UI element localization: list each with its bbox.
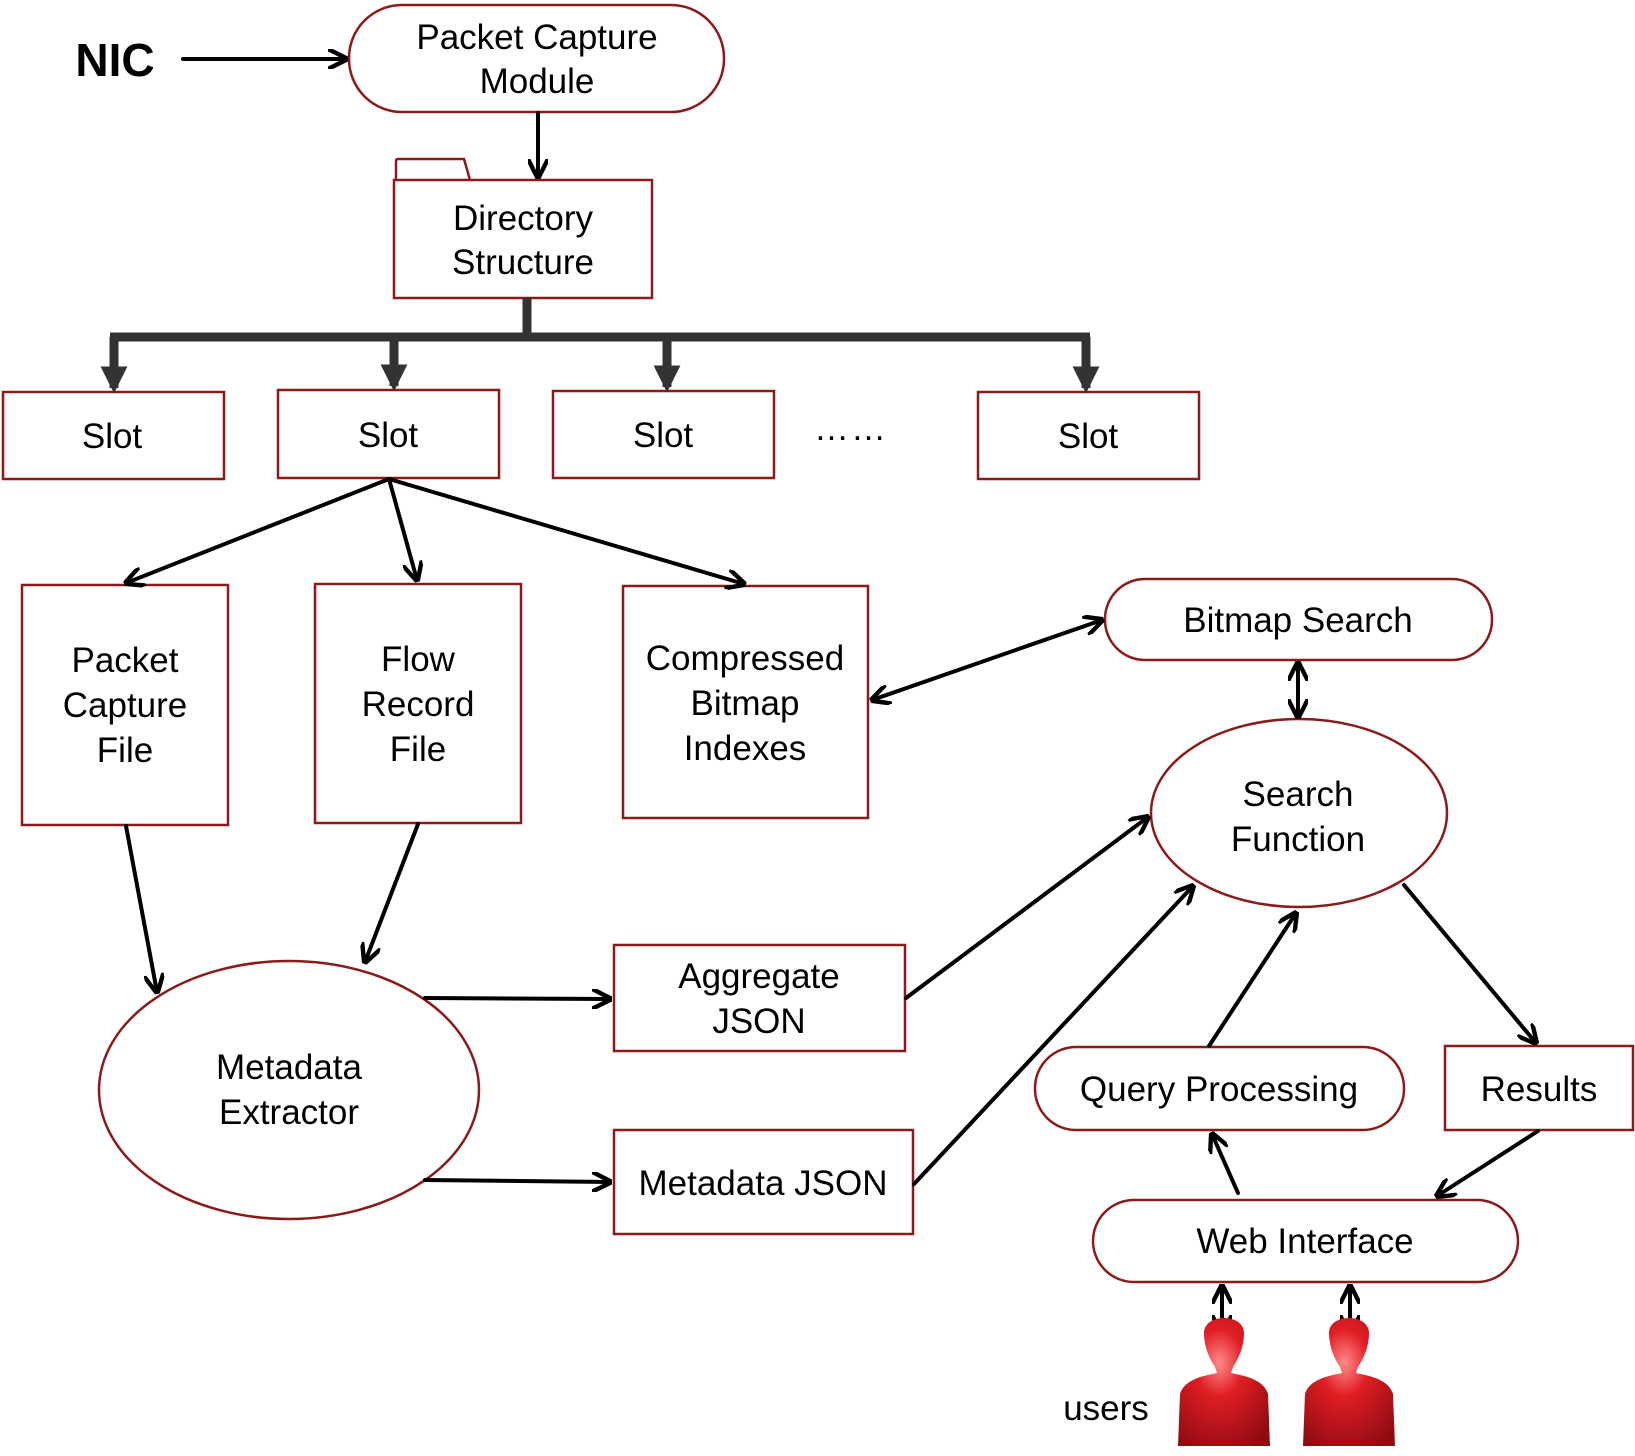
arrow-results-to-web: [1437, 1129, 1540, 1196]
aggregate-json-label: JSON: [712, 1002, 805, 1041]
slot-1-label: Slot: [82, 417, 143, 456]
metadata-extractor-label: Metadata: [216, 1048, 362, 1087]
flow-record-file-shape: [313, 582, 523, 825]
arrow-flow-file-to-extractor: [365, 822, 420, 962]
arrow-slot-to-flow-file: [387, 477, 417, 580]
search-function-label: Search: [1243, 775, 1354, 814]
metadata-extractor-label: Extractor: [219, 1093, 359, 1132]
aggregate-json-shape: [612, 943, 907, 1053]
directory-structure-label: Structure: [452, 243, 594, 282]
directory-tree-connector: [100, 298, 1100, 394]
packet-capture-file-label: File: [97, 731, 153, 770]
arrow-metadata-json-to-search: [912, 886, 1193, 1186]
web-interface-shape: [1091, 1198, 1520, 1284]
arrow-query-to-search: [1207, 913, 1296, 1048]
nic-label: NIC: [75, 34, 154, 86]
arrow-extractor-to-aggregate: [423, 998, 610, 999]
slot-2-shape: [276, 388, 501, 480]
slot-3-label: Slot: [633, 416, 694, 455]
arrow-web-to-query: [1212, 1134, 1240, 1195]
compressed-bitmap-indexes-shape: [621, 584, 870, 820]
results-shape: [1443, 1044, 1635, 1132]
users-label: users: [1063, 1389, 1149, 1428]
directory-structure-shape: [392, 178, 654, 300]
arrow-bitmap-indexes-bitmap-search: [872, 620, 1102, 700]
slot-4-shape: [976, 390, 1201, 481]
packet-capture-module-label: Packet Capture: [416, 18, 657, 57]
arrow-packet-file-to-extractor: [124, 824, 157, 992]
metadata-json-shape: [612, 1128, 915, 1236]
search-function-label: Function: [1231, 820, 1365, 859]
slot-ellipsis: ……: [814, 409, 888, 448]
arrow-slot-to-bitmap-indexes: [387, 477, 744, 584]
arrow-slot-to-packet-file: [126, 477, 391, 583]
slot-4-label: Slot: [1058, 417, 1119, 456]
directory-structure-label: Directory: [453, 199, 594, 238]
user-silhouette-icon: [1178, 1318, 1270, 1446]
arrow-aggregate-to-search: [904, 817, 1148, 1000]
packet-capture-module-label: Module: [480, 62, 595, 101]
query-processing-label: Query Processing: [1080, 1070, 1358, 1109]
aggregate-json-label: Aggregate: [678, 957, 840, 996]
flow-record-file-label: Flow: [381, 640, 456, 679]
flow-record-file-label: Record: [362, 685, 475, 724]
packet-capture-file-label: Packet: [72, 641, 179, 680]
arrow-search-to-results: [1402, 883, 1536, 1043]
compressed-bitmap-indexes-label: Bitmap: [691, 684, 800, 723]
folder-icon: [394, 157, 472, 181]
web-interface-label: Web Interface: [1196, 1222, 1413, 1261]
slot-2-label: Slot: [358, 416, 419, 455]
metadata-json-label: Metadata JSON: [639, 1164, 888, 1203]
metadata-extractor-shape: [97, 959, 481, 1221]
arrow-extractor-to-metadata-json: [423, 1180, 610, 1182]
compressed-bitmap-indexes-label: Indexes: [684, 729, 807, 768]
compressed-bitmap-indexes-label: Compressed: [646, 639, 844, 678]
flow-record-file-label: File: [390, 730, 446, 769]
slot-3-shape: [551, 389, 776, 480]
results-label: Results: [1481, 1070, 1598, 1109]
user-silhouette-icon: [1303, 1318, 1395, 1446]
packet-capture-file-label: Capture: [63, 686, 188, 725]
bitmap-search-label: Bitmap Search: [1183, 601, 1413, 640]
